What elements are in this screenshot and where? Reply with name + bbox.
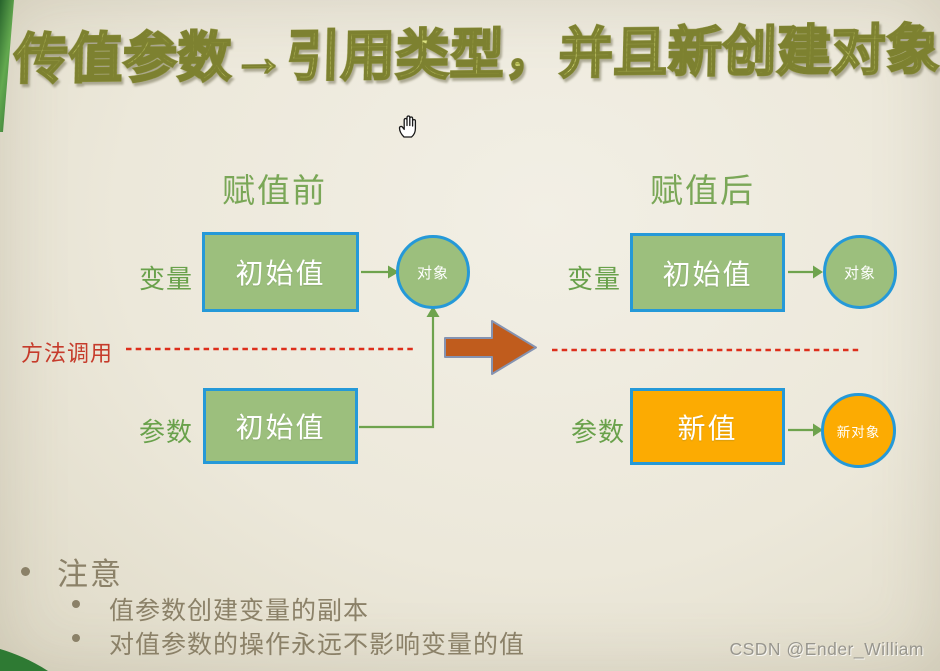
note-item: 对值参数的操作永远不影响变量的值	[109, 631, 526, 659]
arrow-param-to-object-elbow	[359, 306, 440, 429]
new-object-circle-after: 新对象	[821, 393, 896, 468]
note-item: 值参数创建变量的副本	[109, 597, 370, 625]
label-variable-before: 变量	[139, 264, 194, 294]
heading-before-assignment: 赋值前	[222, 172, 327, 209]
arrow-variable-to-object-before	[361, 265, 399, 279]
bullet-dot	[72, 634, 80, 642]
bullet-dot	[72, 600, 80, 608]
param-value-box-before: 初始值	[203, 388, 358, 464]
object-circle-before: 对象	[396, 235, 470, 309]
arrow-param-to-new-object	[788, 423, 823, 437]
method-call-label: 方法调用	[21, 341, 114, 366]
grab-hand-cursor-icon	[398, 115, 417, 138]
label-variable-after: 变量	[567, 264, 622, 294]
object-circle-after: 对象	[823, 235, 897, 309]
bullet-dot	[21, 567, 30, 576]
variable-value-box-after: 初始值	[630, 233, 785, 312]
arrow-variable-to-object-after	[788, 265, 823, 279]
watermark: CSDN @Ender_William	[729, 639, 924, 659]
slide-edge-bottom-left	[0, 649, 48, 671]
variable-value-box-before: 初始值	[202, 232, 359, 312]
transition-arrow	[444, 320, 537, 375]
label-param-after: 参数	[571, 417, 626, 447]
heading-after-assignment: 赋值后	[650, 172, 755, 209]
param-new-value-box-after: 新值	[630, 388, 785, 465]
notes-heading: 注意	[57, 557, 123, 592]
label-param-before: 参数	[139, 417, 194, 447]
